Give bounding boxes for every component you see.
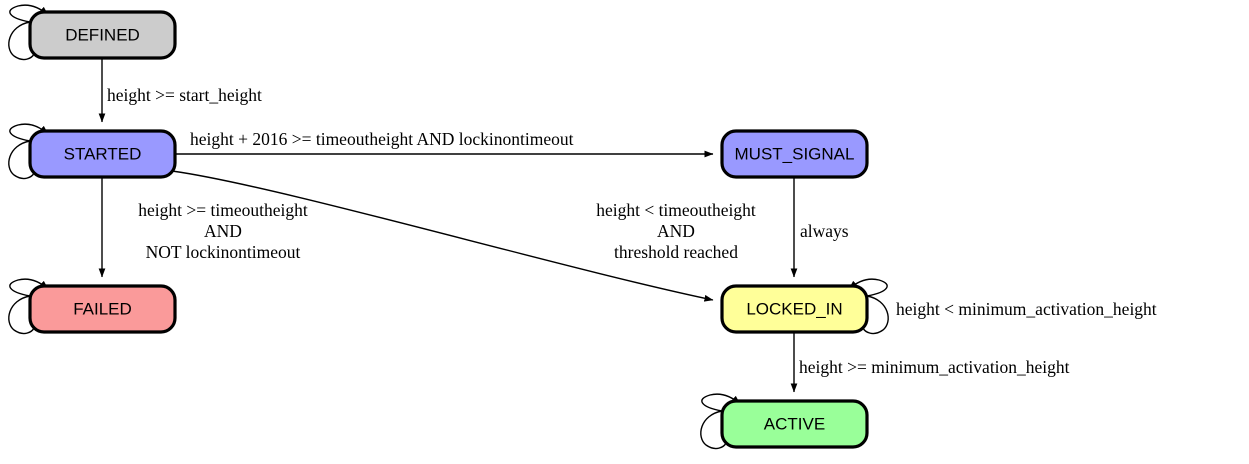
state-node-started[interactable]: STARTED: [28, 129, 177, 179]
failed-self-loop-edge[interactable]: [8, 278, 49, 335]
started-to-locked-in-edge[interactable]: [171, 170, 714, 302]
defined-self-loop-edge[interactable]: [8, 4, 49, 61]
state-box-failed[interactable]: [28, 284, 177, 334]
edge-label-line: AND: [657, 221, 695, 241]
edge-label-started-to-locked-in: height < timeoutheight AND threshold rea…: [596, 200, 756, 262]
state-box-defined[interactable]: [28, 10, 177, 60]
edge-label-started-to-must-signal: height + 2016 >= timeoutheight AND locki…: [190, 129, 574, 149]
state-box-must-signal[interactable]: [720, 129, 869, 179]
state-label-locked-in: LOCKED_IN: [746, 299, 842, 318]
state-node-defined[interactable]: DEFINED: [28, 10, 177, 60]
state-box-started[interactable]: [28, 129, 177, 179]
edge-label-locked-in-self-loop: height < minimum_activation_height: [896, 299, 1157, 319]
edge-label-line: AND: [204, 221, 242, 241]
started-self-loop-edge[interactable]: [8, 123, 49, 180]
state-node-must-signal[interactable]: MUST_SIGNAL: [720, 129, 869, 179]
edge-label-line: height >= timeoutheight: [138, 200, 308, 220]
active-self-loop-edge[interactable]: [700, 393, 741, 450]
state-node-active[interactable]: ACTIVE: [720, 399, 869, 449]
state-label-must-signal: MUST_SIGNAL: [735, 144, 855, 163]
locked-in-self-loop-edge[interactable]: [848, 278, 889, 335]
edge-label-line: NOT lockinontimeout: [146, 242, 301, 262]
state-node-locked-in[interactable]: LOCKED_IN: [720, 284, 869, 334]
state-box-locked-in[interactable]: [720, 284, 869, 334]
edge-label-defined-to-started: height >= start_height: [107, 85, 262, 105]
state-box-active[interactable]: [720, 399, 869, 449]
edge-label-locked-in-to-active: height >= minimum_activation_height: [799, 357, 1070, 377]
state-label-active: ACTIVE: [764, 414, 825, 433]
edge-label-line: height < timeoutheight: [596, 200, 756, 220]
edge-label-started-to-failed: height >= timeoutheight AND NOT lockinon…: [138, 200, 308, 262]
state-label-failed: FAILED: [73, 299, 132, 318]
state-label-defined: DEFINED: [65, 25, 140, 44]
edge-label-line: threshold reached: [614, 242, 738, 262]
state-node-failed[interactable]: FAILED: [28, 284, 177, 334]
edge-label-must-signal-to-locked-in: always: [800, 221, 849, 241]
state-label-started: STARTED: [64, 144, 142, 163]
